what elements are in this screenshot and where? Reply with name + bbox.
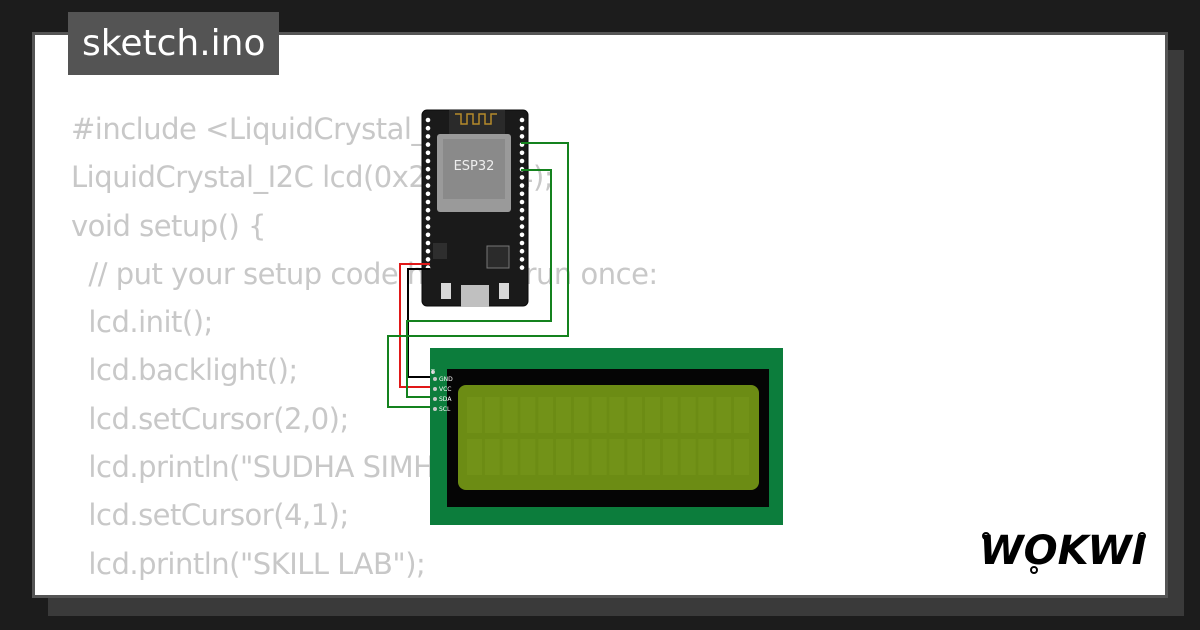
lcd-char-cell xyxy=(520,439,536,475)
header-pin xyxy=(519,191,525,197)
code-line: lcd.init(); xyxy=(71,305,213,340)
header-pin xyxy=(425,117,431,123)
lcd-char-cell xyxy=(698,397,714,433)
code-line: void setup() { xyxy=(71,208,266,243)
filename-tab: sketch.ino xyxy=(68,12,280,75)
header-pin xyxy=(519,216,525,221)
lcd-pin-labels: GND VCC SDA SCL xyxy=(433,376,453,413)
lcd-char-cell xyxy=(680,397,696,433)
lcd-char-cell xyxy=(716,397,732,433)
esp32-board[interactable]: ESP32 xyxy=(421,109,529,307)
header-pin xyxy=(519,150,525,156)
lcd-char-cell xyxy=(484,397,500,433)
header-pin xyxy=(425,216,431,221)
header-pin xyxy=(519,175,525,180)
header-pin xyxy=(425,191,431,197)
header-pin xyxy=(519,224,525,229)
lcd-char-cell xyxy=(591,439,607,475)
header-pin xyxy=(425,166,431,172)
header-pin xyxy=(425,199,431,205)
wokwi-wordmark: WOKWI xyxy=(979,528,1146,574)
header-pin xyxy=(425,150,431,156)
wires xyxy=(387,142,569,408)
lcd-char-cell xyxy=(609,439,625,475)
lcd-char-cell xyxy=(680,439,696,475)
header-pin xyxy=(425,183,431,188)
header-pin xyxy=(519,240,525,246)
header-pin xyxy=(425,224,431,229)
header-pin xyxy=(425,175,431,180)
lcd-char-cell xyxy=(645,397,660,433)
scl-wire xyxy=(387,142,569,408)
lcd-char-cell xyxy=(734,397,749,433)
lcd-char-cell xyxy=(556,397,571,433)
code-line: lcd.setCursor(2,0); xyxy=(71,401,349,436)
lcd-char-cell xyxy=(573,439,589,475)
vcc-wire xyxy=(399,263,435,388)
header-pin xyxy=(519,257,525,262)
lcd-char-cell xyxy=(734,439,749,475)
pin-sda-label: SDA xyxy=(439,396,452,403)
lcd-char-cell xyxy=(502,397,518,433)
header-pin xyxy=(519,134,525,139)
code-listing: #include <LiquidCrystal_I2C.h>LiquidCrys… xyxy=(71,105,658,596)
header-pin xyxy=(425,207,431,213)
header-pin xyxy=(425,248,431,254)
header-pin xyxy=(519,117,525,123)
lcd-char-cell xyxy=(573,397,589,433)
lcd-char-cell xyxy=(467,439,482,475)
esp32-left-pins xyxy=(425,117,431,270)
lcd-char-cell xyxy=(645,439,660,475)
esp32-chip-label: ESP32 xyxy=(454,159,495,174)
wokwi-logo: WOKWI xyxy=(979,528,1147,574)
lcd-char-cell xyxy=(556,439,571,475)
code-line: lcd.println("SKILL LAB"); xyxy=(71,546,426,581)
lcd-char-cell xyxy=(716,439,732,475)
header-pin xyxy=(519,125,525,131)
svg-text:T: T xyxy=(430,369,435,376)
code-line: lcd.backlight(); xyxy=(71,353,298,388)
lcd-char-cell xyxy=(538,397,554,433)
pin-vcc-label: VCC xyxy=(439,386,451,393)
header-pin xyxy=(425,240,431,246)
lcd-char-cell xyxy=(627,439,643,475)
header-pin xyxy=(425,158,431,164)
header-pin xyxy=(425,142,431,147)
lcd-char-cell xyxy=(520,397,536,433)
preview-card: #include <LiquidCrystal_I2C.h>LiquidCrys… xyxy=(32,32,1168,598)
lcd-char-cell xyxy=(467,397,482,433)
lcd-char-cell xyxy=(662,439,678,475)
header-pin xyxy=(519,199,525,205)
header-pin xyxy=(519,248,525,254)
pin-gnd-label: GND xyxy=(439,376,453,383)
lcd-char-cell xyxy=(698,439,714,475)
lcd-char-cell xyxy=(627,397,643,433)
pin-scl-label: SCL xyxy=(439,406,451,413)
sda-wire xyxy=(406,169,552,398)
header-pin xyxy=(425,125,431,131)
header-pin xyxy=(425,257,431,262)
lcd-char-cell xyxy=(484,439,500,475)
code-line: lcd.setCursor(0,2); xyxy=(71,588,658,596)
lcd-char-cell xyxy=(538,439,554,475)
lcd-char-cell xyxy=(609,397,625,433)
header-pin xyxy=(425,134,431,139)
header-pin xyxy=(519,265,525,270)
lcd-char-cell xyxy=(662,397,678,433)
header-pin xyxy=(519,183,525,188)
header-pin xyxy=(519,207,525,213)
header-pin xyxy=(425,232,431,238)
header-pin xyxy=(519,158,525,164)
circuit-diagram: ESP32 T GND xyxy=(387,109,783,525)
lcd-display[interactable]: T GND VCC SDA SCL xyxy=(430,348,783,525)
lcd-character-grid xyxy=(467,397,749,475)
lcd-char-cell xyxy=(502,439,518,475)
code-line: lcd.setCursor(4,1); xyxy=(71,498,349,533)
lcd-char-cell xyxy=(591,397,607,433)
header-pin xyxy=(519,232,525,238)
